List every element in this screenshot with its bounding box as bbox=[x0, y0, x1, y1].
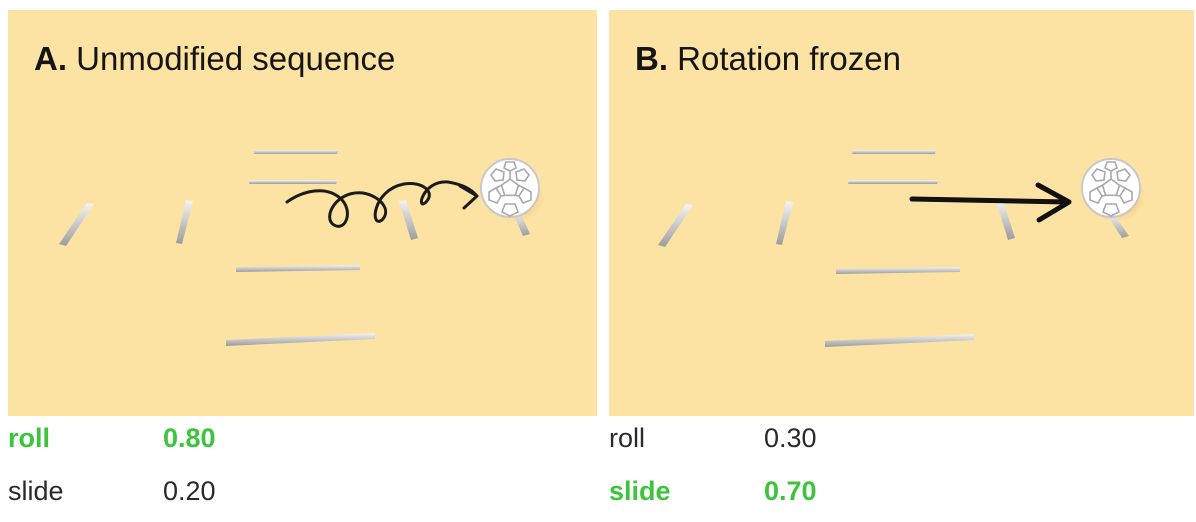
score-label: roll bbox=[609, 423, 646, 453]
panel-a-title-text: Unmodified sequence bbox=[76, 40, 396, 77]
panel-b-scene: B. Rotation frozen bbox=[609, 10, 1194, 416]
panel-a-scene: A. Unmodified sequence bbox=[8, 10, 597, 416]
panel-b-title: B. Rotation frozen bbox=[635, 40, 901, 78]
panel-b-title-text: Rotation frozen bbox=[677, 40, 901, 77]
score-label: slide bbox=[8, 476, 64, 506]
track-bars bbox=[658, 150, 1129, 347]
score-value: 0.70 bbox=[764, 476, 817, 506]
score-value: 0.80 bbox=[163, 423, 216, 453]
score-label: roll bbox=[8, 423, 51, 453]
buckyball-icon bbox=[1081, 158, 1147, 223]
score-value: 0.30 bbox=[764, 423, 817, 453]
scene-a-illustration bbox=[59, 150, 546, 346]
rolling-arrow-icon bbox=[285, 180, 479, 228]
panel-a-title: A. Unmodified sequence bbox=[34, 40, 395, 78]
panel-a-letter: A. bbox=[34, 40, 67, 77]
panel-b-scores: roll 0.30 slide 0.70 bbox=[609, 420, 1194, 520]
sliding-arrow-icon bbox=[909, 182, 1072, 223]
score-label: slide bbox=[609, 476, 671, 506]
buckyball-icon bbox=[480, 158, 546, 223]
panel-a-scores: roll 0.80 slide 0.20 bbox=[8, 420, 597, 520]
score-value: 0.20 bbox=[163, 476, 216, 506]
track-bars bbox=[59, 150, 530, 346]
panel-b-letter: B. bbox=[635, 40, 668, 77]
scene-b-illustration bbox=[658, 150, 1147, 347]
